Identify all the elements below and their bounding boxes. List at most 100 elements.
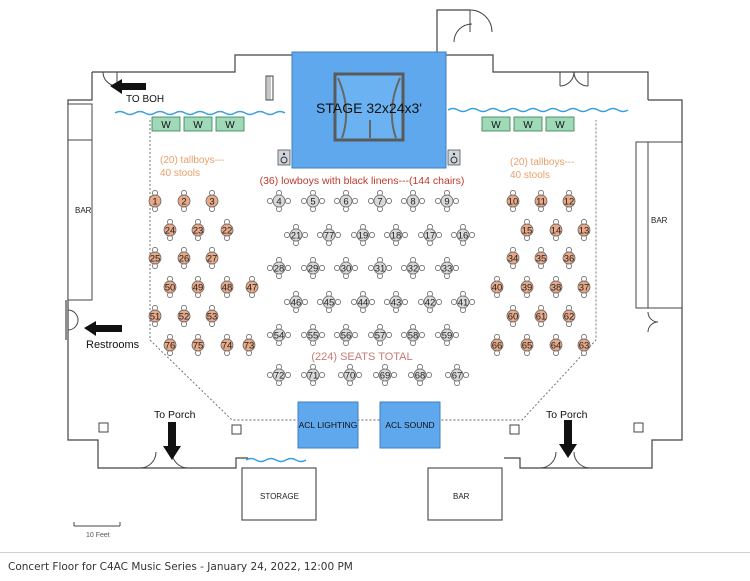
chair [368,198,374,204]
stage-label: STAGE 32x24x3' [316,100,422,116]
table-number: 17 [425,230,436,241]
table-number: 31 [375,263,386,274]
tallboy-table [177,309,191,323]
chair [436,299,442,305]
tallboy-table [490,338,504,352]
table-number: 58 [408,330,419,341]
restrooms-label: Restrooms [86,339,140,351]
lowboy-table [272,261,286,275]
tallboy-table [577,280,591,294]
tallboy-table [148,251,162,265]
bar-left-label: BAR [75,206,92,215]
tallboy-table [534,194,548,208]
stage-curtain-icon [333,72,405,142]
table-number: 29 [308,263,319,274]
chair [419,265,425,271]
lowboy-table [456,228,470,242]
chair [436,232,442,238]
pillars [98,75,644,435]
lowboy-table [423,228,437,242]
lowboy-table [306,194,320,208]
lowboy-table [373,194,387,208]
chair [435,332,441,338]
chair [402,232,408,238]
chair [435,198,441,204]
table-number: 71 [308,370,319,381]
chair [334,332,340,338]
chair [352,332,358,338]
chair [384,232,390,238]
table-number: 70 [345,370,356,381]
chair [267,265,273,271]
table-number: 77 [324,230,335,241]
table-number: 33 [442,263,453,274]
table-number: 36 [564,253,575,264]
chair [384,299,390,305]
chair [463,372,469,378]
tallboy-table [506,194,520,208]
chair [267,332,273,338]
to-boh-label: TO BOH [126,94,164,105]
tallboy-table [220,223,234,237]
table-number: 61 [536,311,547,322]
table-number: 76 [165,340,176,351]
tallboy-table [549,338,563,352]
chair [391,372,397,378]
table-number: 13 [579,225,590,236]
chair [351,232,357,238]
chair [319,198,325,204]
chair [338,372,344,378]
chair [451,299,457,305]
table-number: 75 [193,340,204,351]
table-number: 38 [551,282,562,293]
table-number: 66 [492,340,503,351]
table-number: 73 [244,340,255,351]
tallboy-table [534,251,548,265]
chair [386,265,392,271]
chair [284,299,290,305]
tallboys-right-line2: 40 stools [510,170,550,181]
chair [386,198,392,204]
table-number: 54 [274,330,285,341]
chair [419,198,425,204]
lowboy-table [306,328,320,342]
w-boxes: W W W W W W [151,116,575,132]
lowboy-table [373,328,387,342]
tallboy-table [520,280,534,294]
chair [319,265,325,271]
chair [408,372,414,378]
table-number: 14 [551,225,562,236]
table-number: 12 [564,196,575,207]
chair [334,198,340,204]
tallboy-table [549,223,563,237]
acl-sound-label: ACL SOUND [385,420,434,430]
table-number: 4 [276,196,281,207]
lowboy-table [356,295,370,309]
tallboy-table [163,223,177,237]
tallboy-table [191,223,205,237]
lowboys-label: (36) lowboys with black linens---(144 ch… [260,175,465,187]
lowboy-table [406,194,420,208]
chair [453,265,459,271]
table-number: 2 [181,196,186,207]
lowboy-table [322,295,336,309]
table-number: 16 [458,230,469,241]
table-number: 49 [193,282,204,293]
table-number: 37 [579,282,590,293]
tallboys-right-line1: (20) tallboys--- [510,157,574,168]
footer-caption: Concert Floor for C4AC Music Series - Ja… [8,561,353,573]
table-number: 74 [222,340,233,351]
lowboy-table [289,295,303,309]
table-number: 10 [508,196,519,207]
table-number: 25 [150,253,161,264]
lowboy-table [272,328,286,342]
lowboy-table [378,368,392,382]
chair [319,372,325,378]
chair [285,332,291,338]
tallboy-table [163,338,177,352]
lowboy-table [343,368,357,382]
tallboy-table [220,338,234,352]
pillar-lines [267,76,271,100]
tallboy-table [549,280,563,294]
table-number: 34 [508,253,519,264]
